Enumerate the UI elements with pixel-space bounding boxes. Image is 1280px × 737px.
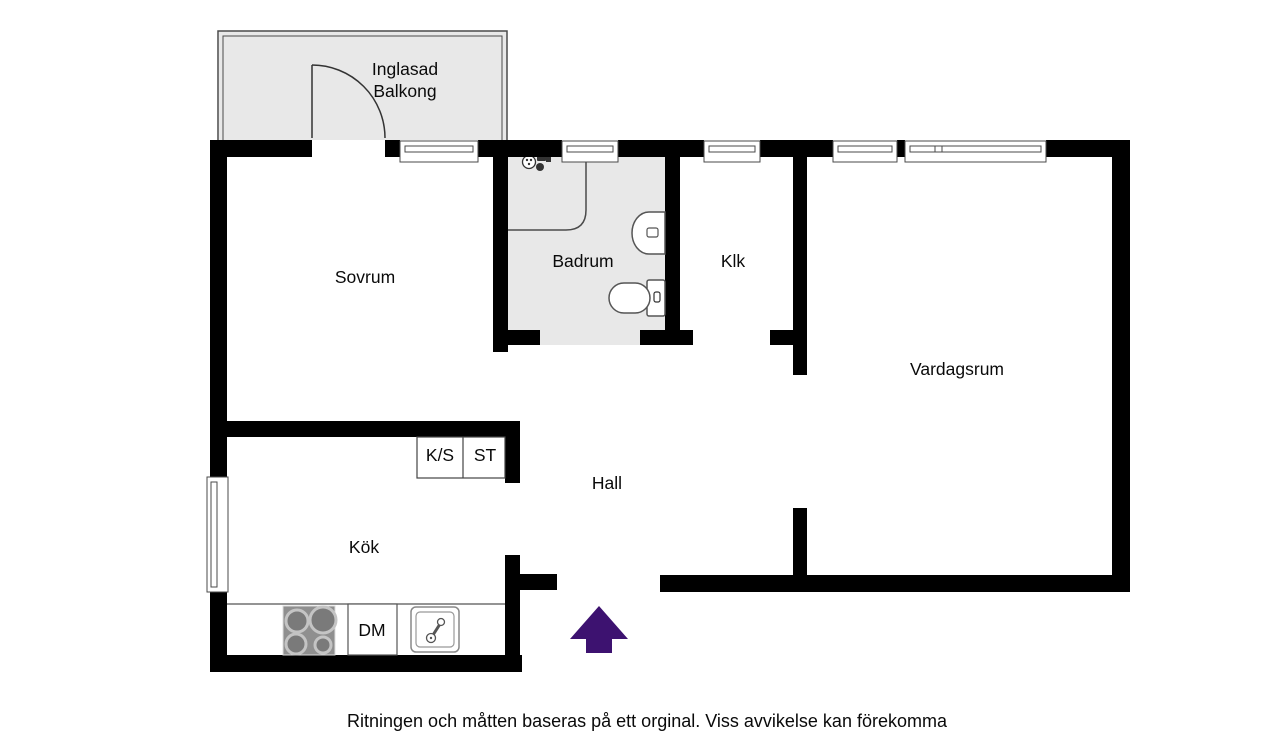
dishwasher-box — [347, 603, 398, 656]
entrance-arrow-icon — [570, 606, 628, 653]
window-bedroom — [399, 140, 479, 163]
shower-enclosure-line — [508, 158, 587, 231]
window-closet — [703, 140, 761, 163]
balcony-label-line1: Inglasad — [371, 59, 439, 79]
disclaimer-text: Ritningen och måtten baseras på ett orgi… — [347, 711, 947, 731]
window-kitchen — [206, 476, 229, 593]
appliance-label-dishwasher: DM — [358, 620, 386, 640]
balcony-label-line2: Balkong — [373, 81, 437, 101]
walls — [210, 140, 1130, 672]
room-label-bedroom: Sovrum — [334, 267, 396, 287]
closet-boxes — [416, 436, 506, 479]
closet-label-st: ST — [473, 445, 497, 465]
closet-label-ks: K/S — [425, 445, 455, 465]
room-label-hall: Hall — [591, 473, 623, 493]
stove-icon — [282, 605, 338, 656]
room-label-bathroom: Badrum — [552, 251, 614, 271]
toilet-icon — [608, 279, 666, 317]
windows — [206, 140, 1047, 593]
room-label-kitchen: Kök — [348, 537, 380, 557]
window-living-right — [904, 140, 1047, 163]
window-bathroom — [561, 140, 619, 163]
window-living-left — [832, 140, 898, 163]
bathroom-sink-icon — [631, 211, 666, 255]
room-label-closet: Klk — [720, 251, 746, 271]
room-label-balcony: Inglasad Balkong — [372, 58, 438, 102]
room-label-living-room: Vardagsrum — [909, 359, 1005, 379]
balcony-door-icon — [311, 64, 386, 139]
kitchen-sink-icon — [410, 606, 460, 653]
